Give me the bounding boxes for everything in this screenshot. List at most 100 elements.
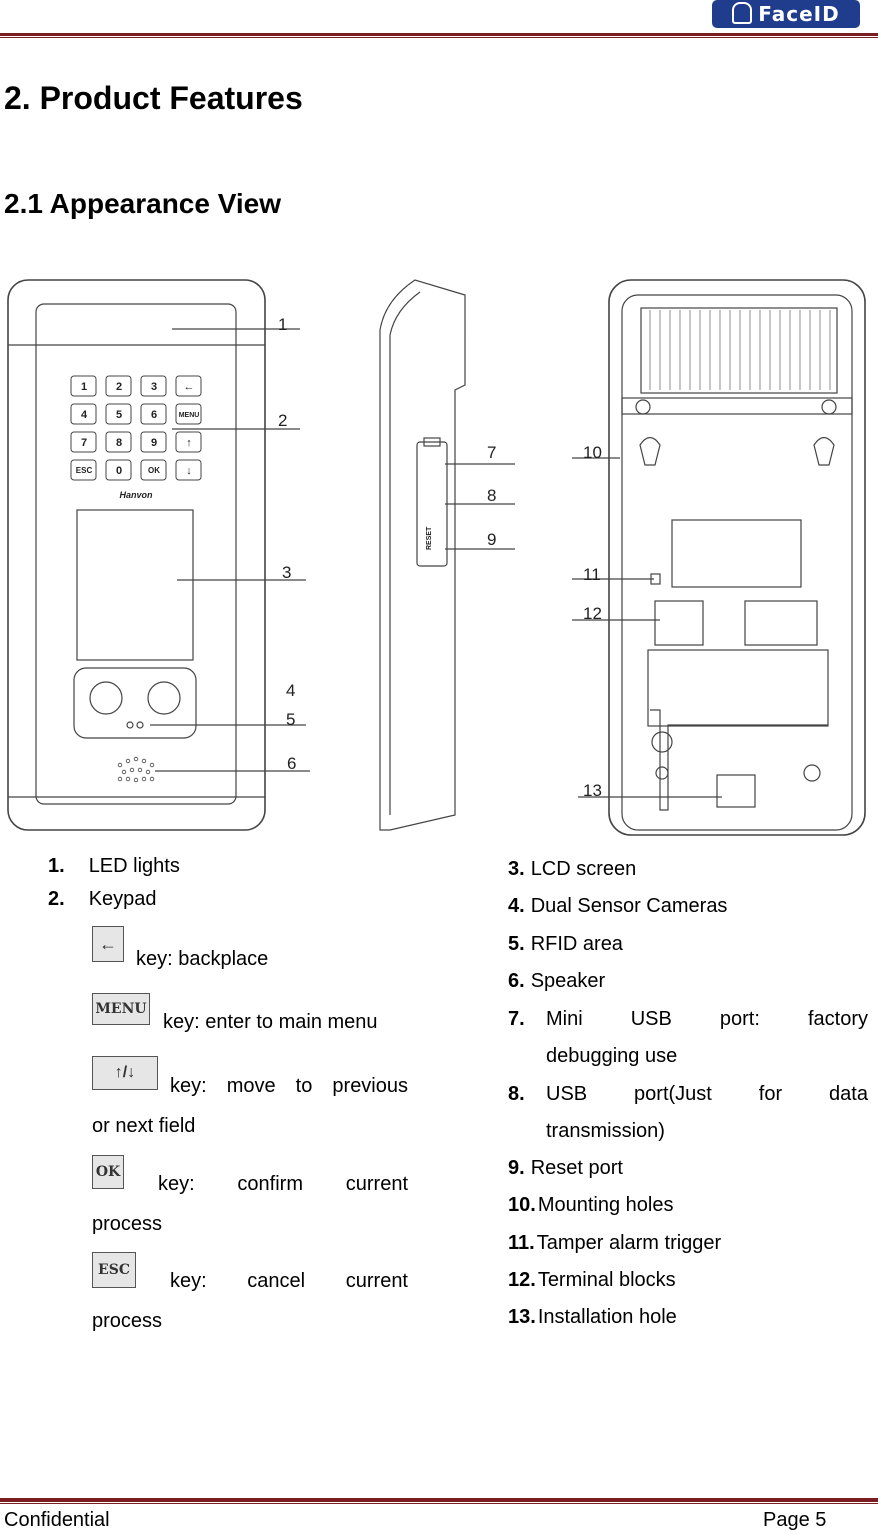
key-down: ↓ (186, 465, 192, 477)
mounting-hole-right (813, 436, 835, 466)
item-text: Speaker (530, 970, 606, 992)
key-description: key: confirm current (158, 1173, 408, 1195)
item-text: RFID area (530, 933, 623, 955)
item-number: 1. (48, 855, 65, 877)
subsection-title: 2.1 Appearance View (4, 188, 282, 219)
esc-key-icon: ESC (92, 1252, 136, 1288)
header-rule (0, 33, 878, 38)
list-item: 2. Keypad (48, 887, 157, 911)
item-number: 4. (508, 895, 525, 917)
item-number: 12. (508, 1269, 536, 1291)
key-4: 4 (81, 409, 88, 421)
backspace-key-icon: ← (92, 926, 124, 962)
item-text-cont: debugging use (546, 1045, 678, 1067)
item-number: 3. (508, 858, 525, 880)
callout-3: 3 (282, 563, 291, 582)
key-0: 0 (116, 465, 122, 477)
lcd-drawing (76, 509, 194, 661)
list-item: 10.Mounting holes (508, 1193, 673, 1217)
item-number: 8. (508, 1083, 525, 1105)
reset-label: RESET (426, 526, 433, 550)
callout-7: 7 (487, 443, 496, 462)
key-description: key: cancel current (170, 1270, 408, 1292)
callout-2: 2 (278, 411, 287, 430)
side-view: RESET (379, 279, 515, 831)
callout-11: 11 (583, 565, 601, 584)
key-1: 1 (81, 381, 87, 393)
key-5: 5 (116, 409, 122, 421)
key-6: 6 (151, 409, 157, 421)
ok-key-icon: OK (92, 1155, 124, 1189)
footer-rule (0, 1498, 878, 1504)
key-description: key: move to previous (170, 1075, 408, 1097)
appearance-figure: 1 2 3 ← 4 5 6 MENU 7 8 9 ↑ ESC 0 OK ↓ Ha… (7, 279, 866, 836)
key-7: 7 (81, 437, 87, 449)
key-menu: MENU (179, 412, 200, 419)
speaker-drawing (117, 756, 155, 783)
list-item: 5.RFID area (508, 932, 623, 956)
list-item: 11.Tamper alarm trigger (508, 1231, 721, 1255)
list-item: 12.Terminal blocks (508, 1268, 676, 1292)
item-text: Dual Sensor Cameras (530, 895, 728, 917)
item-text: Reset port (530, 1157, 623, 1179)
list-item: 4.Dual Sensor Cameras (508, 894, 727, 918)
list-item: 13.Installation hole (508, 1305, 677, 1329)
logo-text: FaceID (758, 2, 840, 26)
key-back: ← (184, 381, 195, 393)
item-text: Terminal blocks (537, 1269, 676, 1291)
item-text: Tamper alarm trigger (536, 1232, 722, 1254)
list-item: 8. (508, 1082, 531, 1106)
callout-10: 10 (583, 443, 602, 462)
callout-6: 6 (287, 754, 296, 773)
item-number: 10. (508, 1194, 536, 1216)
key-description-cont: or next field (92, 1115, 196, 1137)
key-9: 9 (151, 437, 157, 449)
callout-12: 12 (583, 604, 602, 623)
item-number: 9. (508, 1157, 525, 1179)
heatsink (640, 307, 838, 394)
keypad-drawing (70, 375, 202, 481)
list-item: 9.Reset port (508, 1156, 623, 1180)
front-view: 1 2 3 ← 4 5 6 MENU 7 8 9 ↑ ESC 0 OK ↓ Ha… (7, 279, 310, 831)
footer-confidential: Confidential (4, 1509, 110, 1531)
face-logo-icon (732, 2, 753, 24)
list-item: 6.Speaker (508, 969, 605, 993)
key-esc: ESC (76, 466, 93, 475)
item-text: USB port(Just for data (546, 1083, 868, 1105)
item-number: 5. (508, 933, 525, 955)
item-number: 11. (508, 1232, 535, 1254)
item-number: 13. (508, 1306, 536, 1328)
item-text-cont: transmission) (546, 1120, 665, 1142)
item-number: 6. (508, 970, 525, 992)
page-number: Page 5 (763, 1509, 827, 1531)
key-ok: OK (148, 466, 160, 475)
item-text: LCD screen (530, 858, 637, 880)
list-item: 1. LED lights (48, 854, 180, 878)
item-number: 7. (508, 1008, 525, 1030)
item-number: 2. (48, 888, 65, 910)
installation-hole (716, 774, 756, 808)
callout-4: 4 (286, 681, 295, 700)
brand-mark: Hanvon (119, 490, 153, 500)
mounting-hole-left (639, 436, 661, 466)
item-text: Installation hole (537, 1306, 677, 1328)
key-3: 3 (151, 381, 157, 393)
callout-9: 9 (487, 530, 496, 549)
callout-8: 8 (487, 486, 496, 505)
key-description: key: backplace (136, 948, 269, 970)
key-2: 2 (116, 381, 122, 393)
list-item: 3.LCD screen (508, 857, 636, 881)
key-8: 8 (116, 437, 122, 449)
back-view (572, 279, 866, 836)
menu-key-icon: MENU (92, 993, 150, 1025)
key-description: key: enter to main menu (163, 1011, 378, 1033)
callout-13: 13 (583, 781, 602, 800)
item-text: Mini USB port: factory (546, 1008, 868, 1030)
key-up: ↑ (186, 437, 192, 449)
item-text: LED lights (88, 855, 180, 877)
item-text: Mounting holes (537, 1194, 674, 1216)
callout-5: 5 (286, 710, 295, 729)
faceid-logo: FaceID (712, 0, 860, 28)
up-down-key-icon: ↑/↓ (92, 1056, 158, 1090)
item-text: Keypad (88, 888, 157, 910)
